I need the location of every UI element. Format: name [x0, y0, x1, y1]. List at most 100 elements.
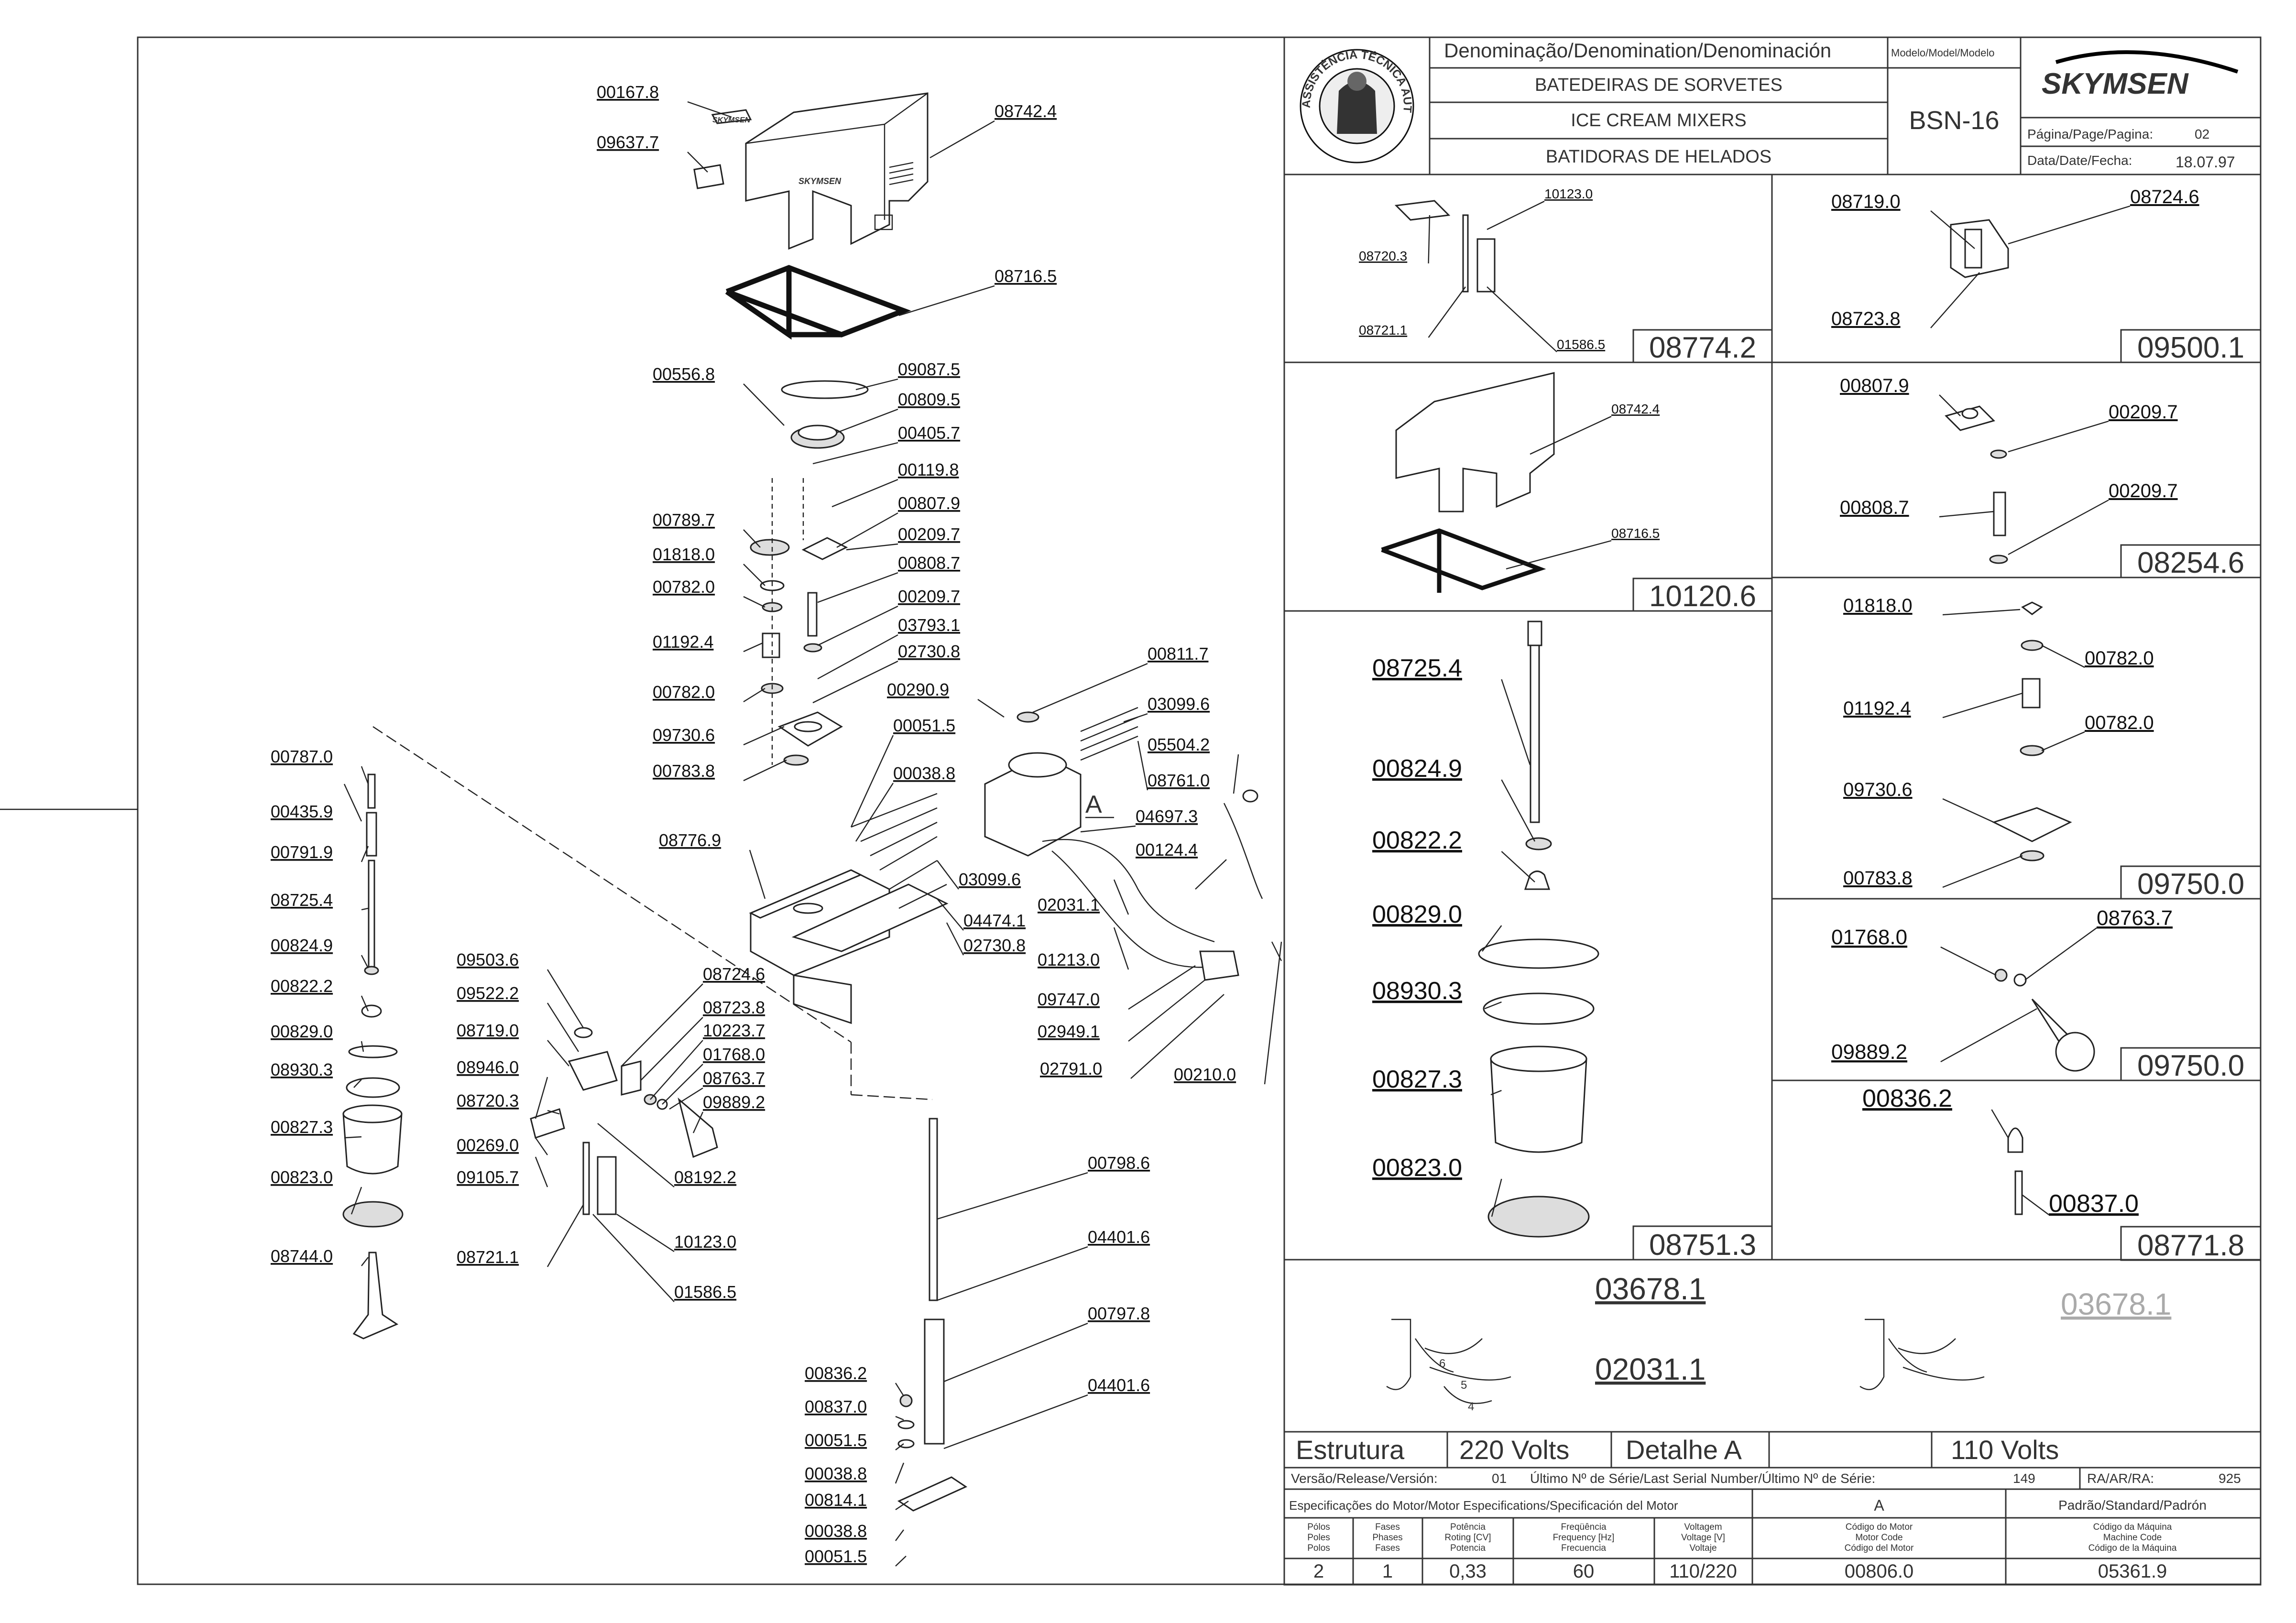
kit-08751-sketch	[1478, 621, 1599, 1238]
kit-part-label: 09889.2	[1831, 1040, 1907, 1064]
leader-line	[547, 969, 584, 1028]
leader-line	[1123, 713, 1148, 723]
leader-line	[817, 572, 898, 603]
leader-line	[743, 726, 785, 746]
leader-line	[350, 1187, 362, 1215]
part-label: 01768.0	[703, 1045, 765, 1064]
kit-leader-line	[1501, 779, 1536, 842]
part-label: 09105.7	[457, 1167, 519, 1187]
part-label: 08744.0	[271, 1246, 333, 1266]
svg-text:SKYMSEN: SKYMSEN	[712, 116, 751, 124]
kit-part-label: 09730.6	[1843, 779, 1913, 800]
part-label: 04401.6	[1088, 1375, 1150, 1395]
kit-leader-line	[1940, 1008, 2037, 1063]
leader-line	[895, 1529, 904, 1541]
denomination-label: Denominação/Denomination/Denominación	[1444, 39, 1831, 62]
motor-header-cell: Fases	[1375, 1522, 1400, 1532]
volts-220-label: 220 Volts	[1459, 1435, 1569, 1465]
motor-header-cell: Fases	[1375, 1543, 1400, 1553]
part-label: 00807.9	[898, 493, 960, 513]
main-exploded-view: SKYMSEN SKYMSEN	[342, 92, 1282, 1512]
part-label: 00038.8	[805, 1521, 867, 1541]
kit-part-label: 01586.5	[1557, 337, 1605, 352]
leader-line	[812, 660, 898, 704]
kit-leader-line	[2008, 205, 2131, 245]
part-label: 08721.1	[457, 1247, 519, 1267]
ra-label: RA/AR/RA:	[2087, 1471, 2154, 1486]
part-label: 10223.7	[703, 1021, 765, 1040]
part-label: 00789.7	[653, 510, 715, 530]
kit-leader-line	[1506, 540, 1612, 570]
part-label: 00814.1	[805, 1490, 867, 1510]
kit-leader-line	[2024, 927, 2097, 980]
leader-line	[895, 1556, 907, 1567]
kit-code: 10120.6	[1649, 580, 1756, 613]
wiring-110v-sketch	[1859, 1318, 1985, 1390]
motor-header-cell: Voltage [V]	[1681, 1533, 1725, 1543]
part-label: 00783.8	[653, 761, 715, 781]
motor-value-cell: 00806.0	[1845, 1561, 1914, 1582]
leader-line	[946, 922, 964, 956]
kit-part-label: 00829.0	[1372, 901, 1462, 928]
motor-cover-illustration: SKYMSEN	[745, 92, 929, 250]
leader-line	[535, 1137, 548, 1155]
wiring-220v-sketch	[1386, 1318, 1511, 1404]
leader-line	[662, 1064, 703, 1105]
kit-leader-line	[1487, 200, 1545, 230]
leader-line	[855, 378, 898, 391]
leader-line	[692, 1111, 704, 1133]
kit-leader-line	[2041, 731, 2085, 752]
leader-line	[1233, 754, 1239, 794]
leader-line	[1032, 663, 1148, 713]
part-label: 02791.0	[1040, 1059, 1102, 1078]
kit-part-label: 08742.4	[1611, 402, 1660, 416]
kit-leader-line	[1942, 855, 2023, 888]
leader-line	[344, 1136, 362, 1139]
leader-line	[749, 850, 766, 899]
kit-08254-sketch	[1945, 405, 2008, 564]
leader-line	[743, 687, 765, 703]
kit-code-box	[2120, 1047, 2262, 1081]
model-value: BSN-16	[1909, 106, 1999, 135]
leader-line	[1113, 927, 1129, 970]
leader-line	[743, 596, 765, 608]
leader-line	[361, 1257, 369, 1266]
wire-number-6: 6	[1439, 1357, 1445, 1370]
part-label: 00435.9	[271, 802, 333, 821]
leader-line	[895, 1501, 909, 1510]
leader-line	[937, 860, 959, 890]
motor-header-cell: Potencia	[1450, 1543, 1486, 1553]
leader-line	[943, 1322, 1088, 1383]
leader-line	[817, 634, 898, 680]
kit-code-box	[2120, 329, 2262, 363]
part-label: 00290.9	[887, 680, 949, 699]
kit-leader-line	[1484, 1001, 1502, 1010]
kit-09750-bearing-sketch	[1992, 601, 2072, 861]
motor-value-cell: 0,33	[1449, 1561, 1487, 1582]
brand-swoosh	[2055, 50, 2239, 74]
leader-line	[547, 1204, 584, 1267]
kit-part-label: 00822.2	[1372, 827, 1462, 854]
kit-code-box	[1632, 1225, 1773, 1261]
motor-value-cell: 2	[1313, 1561, 1324, 1582]
part-label: 00038.8	[805, 1464, 867, 1483]
kit-code: 08774.2	[1649, 331, 1756, 364]
date-label: Data/Date/Fecha:	[2027, 153, 2132, 168]
leader-line	[895, 1383, 905, 1396]
name-english: ICE CREAM MIXERS	[1571, 110, 1746, 131]
motor-header-cell: Voltagem	[1684, 1522, 1722, 1532]
leader-line	[1128, 965, 1196, 1010]
part-label: 00209.7	[898, 587, 960, 606]
brand-logo: SKYMSEN	[2042, 67, 2189, 100]
part-label: 00782.0	[653, 577, 715, 597]
kit-part-label: 08719.0	[1831, 191, 1901, 212]
kit-part-label: 00824.9	[1372, 755, 1462, 783]
leader-line	[361, 766, 369, 784]
ra-value: 925	[2219, 1471, 2241, 1486]
kit-part-label: 00209.7	[2109, 480, 2178, 501]
wire-number-4: 4	[1468, 1400, 1474, 1413]
name-portuguese: BATEDEIRAS DE SORVETES	[1535, 75, 1782, 95]
kit-leader-line	[1939, 394, 1961, 416]
part-label: 00051.5	[805, 1430, 867, 1450]
